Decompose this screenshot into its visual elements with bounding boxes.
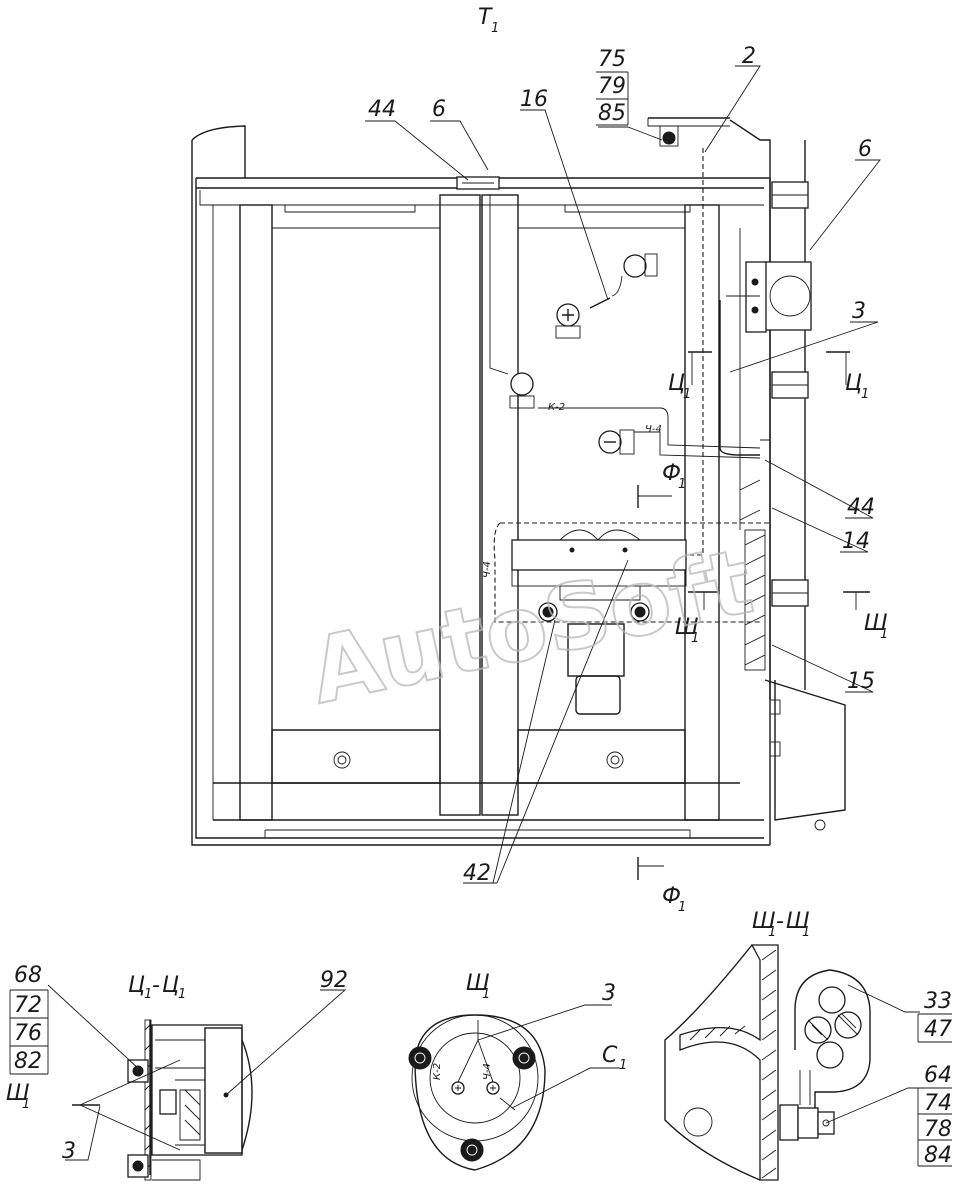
- callout-78: 78: [924, 1117, 952, 1142]
- mark-f1-top: Ф: [662, 461, 681, 486]
- title-ts-ts-dash: -: [152, 973, 160, 998]
- mark-ts1-left: Ц: [668, 371, 685, 396]
- callout-64: 64: [924, 1063, 952, 1088]
- callout-14: 14: [842, 529, 870, 554]
- callout-16: 16: [520, 87, 548, 112]
- callout-74: 74: [924, 1091, 952, 1116]
- wire-label-ch4-vertical: Ч-4: [482, 561, 493, 578]
- view-sh1-plug: [408, 1004, 620, 1171]
- callout-3-right: 3: [852, 299, 866, 324]
- mark-sh1-ts-sub: 1: [22, 1097, 30, 1112]
- section-ts1-ts1: [47, 984, 347, 1181]
- callout-76: 76: [14, 1021, 42, 1046]
- battery-terminal-plus: [555, 297, 611, 339]
- callout-15: 15: [847, 669, 875, 694]
- callout-C1: С: [602, 1043, 618, 1068]
- callout-68-frame: [9, 989, 49, 1075]
- callout-85: 85: [598, 101, 626, 126]
- mark-sh1-right-sub: 1: [880, 627, 888, 642]
- battery-terminal-upper: [611, 253, 658, 297]
- wire-label-k2: К-2: [548, 402, 565, 413]
- callout-79: 79: [598, 74, 626, 99]
- mark-sh1-left: Ш: [675, 615, 699, 640]
- callout-3-mid: 3: [602, 981, 616, 1006]
- callout-75-frame: [596, 71, 629, 126]
- callout-2: 2: [742, 44, 756, 69]
- callout-75: 75: [598, 47, 626, 72]
- mark-f1-top-sub: 1: [678, 477, 686, 492]
- view-title-sub: 1: [491, 21, 499, 36]
- callout-6-right: 6: [858, 137, 872, 162]
- title-ts-ts-sub-a: 1: [144, 987, 152, 1002]
- callout-82: 82: [14, 1049, 42, 1074]
- wire-label-ch4: Ч-4: [645, 424, 662, 435]
- mark-f1-bottom-sub: 1: [678, 900, 686, 915]
- mark-sh1-left-sub: 1: [691, 631, 699, 646]
- battery-box-frame: [191, 125, 771, 846]
- title-ts-ts-sub-b: 1: [178, 987, 186, 1002]
- callout-C1-sub: 1: [619, 1058, 627, 1073]
- wire-label-ch4-small: Ч-4: [482, 1063, 493, 1080]
- callout-44-top: 44: [368, 97, 396, 122]
- callout-33-frame: [917, 1013, 952, 1043]
- cable-clip-top: [456, 125, 679, 190]
- section-markers: [637, 351, 870, 880]
- leader-lines: [365, 65, 881, 884]
- battery-terminal-minus: [598, 429, 635, 455]
- callout-92: 92: [320, 968, 348, 993]
- mark-ts1-right: Ц: [845, 371, 862, 396]
- callout-64-frame: [917, 1087, 952, 1167]
- wire-label-k2-small: К-2: [432, 1063, 443, 1080]
- title-sh-sh: Ш: [752, 909, 776, 934]
- title-sh1: Ш: [466, 971, 490, 996]
- mark-sh1-right: Ш: [864, 611, 888, 636]
- title-sh-sh-dash: -: [776, 909, 784, 934]
- callout-68: 68: [14, 963, 42, 988]
- mark-f1-bottom: Ф: [662, 884, 681, 909]
- callout-6-top: 6: [432, 97, 446, 122]
- callout-3-left: 3: [62, 1139, 76, 1164]
- title-sh-sh-b: Ш: [786, 909, 810, 934]
- callout-84: 84: [924, 1143, 952, 1168]
- view-title: Т: [478, 5, 493, 30]
- battery-terminal-k2: [489, 195, 535, 409]
- title-sh-sh-sub-a: 1: [768, 925, 776, 940]
- mark-ts1-right-sub: 1: [861, 387, 869, 402]
- callout-44-right: 44: [847, 495, 875, 520]
- callout-72: 72: [14, 993, 42, 1018]
- mark-sh1-ts: Ш: [6, 1081, 30, 1106]
- callout-33: 33: [924, 989, 952, 1014]
- mark-ts1-left-sub: 1: [683, 387, 691, 402]
- title-sh-sh-sub-b: 1: [802, 925, 810, 940]
- callout-47: 47: [924, 1017, 952, 1042]
- title-sh1-sub: 1: [482, 987, 490, 1002]
- side-rail: [647, 117, 846, 831]
- title-ts-ts-b: Ц: [162, 973, 179, 998]
- callout-42: 42: [463, 861, 491, 886]
- title-ts-ts: Ц: [128, 973, 145, 998]
- connector-block: [511, 529, 687, 715]
- section-sh1-sh1: [664, 944, 920, 1181]
- wiring: [493, 148, 771, 623]
